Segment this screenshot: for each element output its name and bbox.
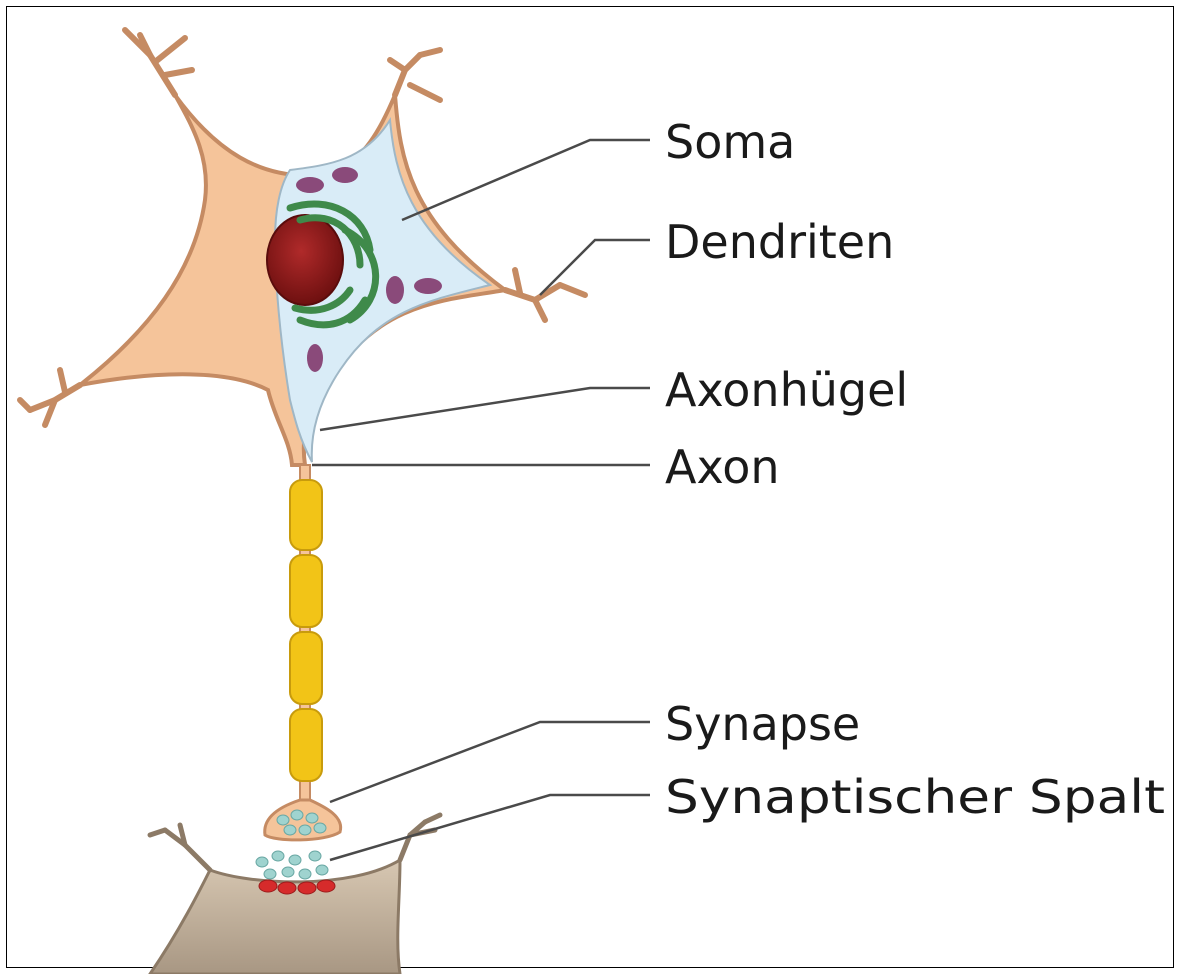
label-soma: Soma <box>665 115 795 169</box>
label-synaptischer-spalt: Synaptischer Spalt <box>665 770 1165 824</box>
nucleus <box>267 215 343 305</box>
label-axon: Axon <box>665 440 780 494</box>
leader-synapse <box>330 722 650 802</box>
leader-spalt <box>330 795 650 860</box>
label-dendriten: Dendriten <box>665 215 894 269</box>
label-synapse: Synapse <box>665 697 860 751</box>
synaptic-terminal <box>265 800 341 840</box>
label-axonhuegel: Axonhügel <box>665 363 908 417</box>
synaptic-cleft-vesicles <box>256 851 328 879</box>
leader-axonhuegel <box>320 388 650 430</box>
leader-soma <box>402 140 650 220</box>
axon <box>290 465 322 800</box>
